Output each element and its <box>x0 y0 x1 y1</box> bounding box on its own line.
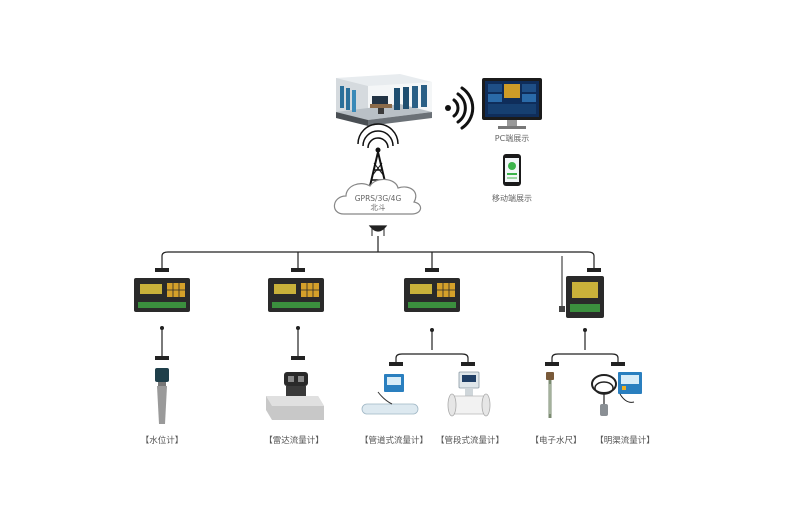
drop-lines <box>161 328 619 362</box>
bus-connectors <box>155 268 601 272</box>
channel-flowmeter-icon <box>591 372 642 416</box>
rtu-icon <box>134 278 190 312</box>
device-label-water-level: 【水位计】 <box>141 435 184 446</box>
mobile-label: 移动端展示 <box>492 193 532 203</box>
pc-label: PC端展示 <box>495 133 529 143</box>
network-bus <box>161 225 595 268</box>
pipe-flowmeter-icon <box>361 374 419 415</box>
water-gauge-icon <box>546 372 554 418</box>
pc-monitor-icon <box>482 78 542 129</box>
control-room-icon <box>336 74 432 126</box>
signal-waves-icon <box>445 86 475 130</box>
rtu-icon <box>404 278 460 312</box>
radar-flow-icon <box>266 372 324 420</box>
device-label-radar-flow: 【雷达流量计】 <box>264 435 324 446</box>
rtu-icon <box>268 278 324 312</box>
network-label: GPRS/3G/4G <box>355 194 402 203</box>
device-label-channel-flow: 【明渠流量计】 <box>595 435 655 446</box>
device-label-pipe-flow: 【管道式流量计】 <box>360 435 428 446</box>
drop-connectors <box>155 326 625 366</box>
radar-level-icon <box>155 368 169 424</box>
mobile-phone-icon <box>503 154 521 186</box>
antenna-tower-icon <box>357 123 399 187</box>
cloud-icon <box>333 178 422 215</box>
segment-flowmeter-icon <box>447 371 491 417</box>
rtu-icon <box>559 256 604 318</box>
device-label-water-gauge: 【电子水尺】 <box>530 435 581 446</box>
device-labels: 【水位计】 【雷达流量计】 【管道式流量计】 【管段式流量计】 【电子水尺】 【… <box>141 435 655 446</box>
device-label-segment-flow: 【管段式流量计】 <box>436 435 504 446</box>
network-sublabel: 北斗 <box>371 203 386 212</box>
